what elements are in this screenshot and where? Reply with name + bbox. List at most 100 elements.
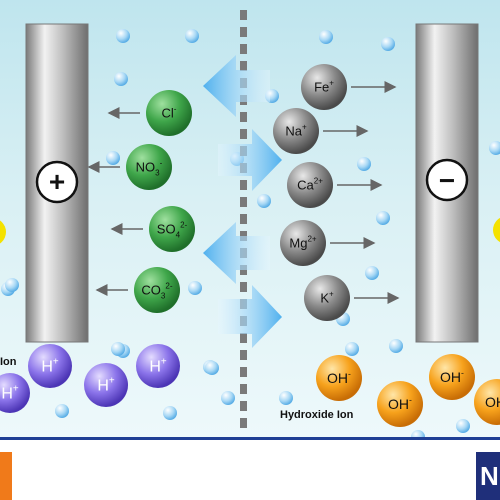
bubble-icon	[279, 391, 293, 405]
membrane-dash	[240, 333, 247, 343]
hydroxide-ion: OH-	[474, 379, 500, 425]
cation-0: Fe+	[301, 64, 397, 110]
cation-2: Ca2+	[287, 162, 383, 208]
hydroxide-sphere-icon	[316, 355, 362, 401]
bubble-icon	[319, 30, 333, 44]
membrane-dash	[240, 44, 247, 54]
membrane-dash	[240, 197, 247, 207]
svg-text:Mg2+: Mg2+	[289, 235, 317, 251]
membrane-dash	[240, 401, 247, 411]
membrane-dash	[240, 214, 247, 224]
svg-text:Ca2+: Ca2+	[297, 177, 323, 193]
membrane-dash	[240, 129, 247, 139]
bubble-icon	[55, 404, 69, 418]
left-flow-arrow-icon	[203, 55, 270, 117]
cation-1: Na+	[273, 108, 369, 154]
membrane-dash	[240, 61, 247, 71]
svg-text:OH-: OH-	[388, 395, 412, 412]
bottom-strip	[0, 440, 500, 500]
svg-text:CO32-: CO32-	[141, 282, 172, 301]
hydroxide-sphere-icon	[474, 379, 500, 425]
svg-text:H+: H+	[1, 383, 19, 402]
hydrogen-ion: H+	[28, 344, 72, 388]
bubble-icon	[381, 37, 395, 51]
anion-sphere-icon	[149, 206, 195, 252]
bottom-right-bar: N	[476, 452, 500, 500]
bubble-icon	[365, 266, 379, 280]
svg-text:H+: H+	[97, 375, 115, 394]
right-flow-arrow-icon	[218, 285, 282, 348]
svg-text:OH-: OH-	[327, 369, 351, 386]
bubble-icon	[389, 339, 403, 353]
bubble-icon	[221, 391, 235, 405]
bubble-icon	[106, 151, 120, 165]
partial-ion-right	[493, 217, 500, 243]
bubble-icon	[456, 419, 470, 433]
bubble-icon	[257, 194, 271, 208]
hydroxide-sphere-icon	[429, 354, 475, 400]
cation-group: Fe+ Na+ Ca2+ Mg2+ K+	[273, 64, 400, 321]
membrane-dash	[240, 180, 247, 190]
bubble-icon	[489, 141, 500, 155]
anion-3: CO32-	[95, 267, 180, 313]
bubble-icon	[357, 157, 371, 171]
anode-sign: +	[49, 166, 65, 197]
hydroxide-ion-label: Hydroxide Ion	[280, 409, 354, 421]
svg-text:H+: H+	[149, 356, 167, 375]
hydrogen-ion-label: Ion	[0, 356, 17, 368]
cation-sphere-icon	[280, 220, 326, 266]
svg-text:OH-: OH-	[440, 368, 464, 385]
membrane-dash	[240, 350, 247, 360]
bubble-icon	[205, 361, 219, 375]
svg-text:Na+: Na+	[285, 123, 307, 139]
hydroxide-ion-group: OH- OH- OH- OH-	[316, 354, 500, 427]
cathode: −	[415, 23, 479, 343]
anion-sphere-icon	[146, 90, 192, 136]
cation-sphere-icon	[273, 108, 319, 154]
svg-text:Fe+: Fe+	[314, 79, 334, 95]
bubble-icon	[345, 342, 359, 356]
right-flow-arrow-icon	[218, 129, 282, 191]
anion-0: Cl-	[107, 90, 192, 136]
cation-4: K+	[304, 275, 400, 321]
hydrogen-ion: H+	[0, 373, 30, 413]
bottom-left-bar	[0, 452, 12, 500]
bubble-icon	[376, 211, 390, 225]
hydrogen-sphere-icon	[136, 344, 180, 388]
hydroxide-ion: OH-	[429, 354, 475, 400]
partial-ion-left	[0, 220, 6, 244]
cation-sphere-icon	[304, 275, 350, 321]
svg-text:SO42-: SO42-	[157, 221, 188, 240]
svg-text:Cl-: Cl-	[162, 105, 177, 121]
hydrogen-sphere-icon	[0, 373, 30, 413]
membrane-dash	[240, 367, 247, 377]
anion-1: NO3-	[87, 144, 172, 190]
bubble-icon	[114, 72, 128, 86]
bubble-icon	[5, 278, 19, 292]
membrane-dash	[240, 282, 247, 292]
hydrogen-ion: H+	[84, 363, 128, 407]
anode: +	[25, 23, 89, 343]
svg-text:NO3-: NO3-	[136, 159, 163, 178]
membrane-dash	[240, 384, 247, 394]
svg-text:OH-: OH-	[485, 393, 500, 410]
bubble-icon	[188, 281, 202, 295]
membrane-dash	[240, 27, 247, 37]
cation-3: Mg2+	[280, 220, 376, 266]
cation-sphere-icon	[287, 162, 333, 208]
membrane-dash	[240, 10, 247, 20]
hydroxide-sphere-icon	[377, 381, 423, 427]
membrane-dash	[240, 112, 247, 122]
negative-terminal-icon	[425, 158, 469, 202]
anion-group: Cl- NO3- SO42- CO32-	[87, 90, 195, 313]
svg-text:K+: K+	[320, 290, 334, 306]
tank-bottom-line	[0, 437, 500, 440]
svg-text:H+: H+	[41, 356, 59, 375]
hydroxide-ion: OH-	[316, 355, 362, 401]
bubble-icon	[116, 29, 130, 43]
bubble-icon	[111, 342, 125, 356]
anion-2: SO42-	[110, 206, 195, 252]
hydrogen-ion-group: H+ H+ H+ H+	[0, 344, 180, 413]
